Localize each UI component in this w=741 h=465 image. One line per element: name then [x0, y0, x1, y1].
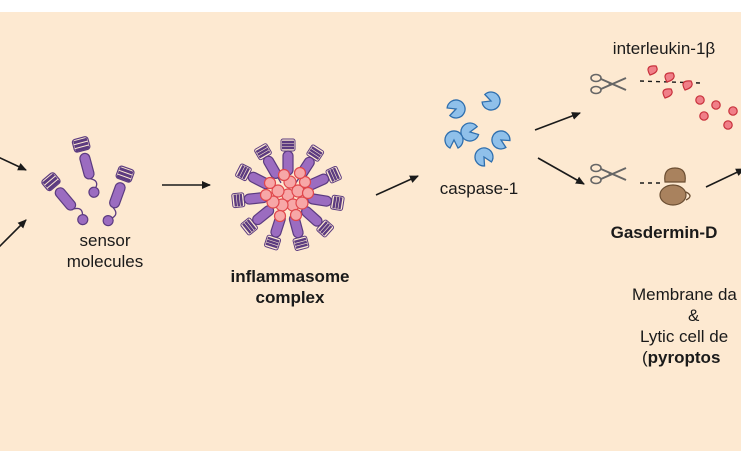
- outcome-label: Membrane da & Lytic cell de (pyroptos: [632, 285, 737, 367]
- inflammasome-complex-icon: [230, 137, 346, 253]
- scissors-icon: [590, 73, 627, 95]
- sensor-molecule-icon: [39, 134, 137, 231]
- gasdermin-d-label: Gasdermin-D: [610, 223, 718, 242]
- caspase-icon: [444, 89, 514, 170]
- diagram-panel: sensor molecules inflammasome complex ca…: [0, 12, 741, 451]
- gasdermin-d-icon: [640, 167, 691, 206]
- inflammasome-complex-label: inflammasome complex: [230, 267, 350, 307]
- interleukin-1b-label: interleukin-1β: [612, 39, 716, 58]
- sensor-molecules-label: sensor molecules: [66, 231, 144, 271]
- pyroptosis-word: pyroptos: [647, 348, 721, 367]
- arrow-icon: [705, 168, 741, 188]
- interleukin-1b-icon: [639, 65, 738, 130]
- arrow-icon: [0, 219, 27, 248]
- arrow-icon: [537, 157, 585, 185]
- arrow-icon: [0, 156, 27, 171]
- caspase-1-label: caspase-1: [439, 179, 519, 198]
- scissors-icon: [590, 163, 627, 185]
- pathway-diagram: [0, 65, 741, 253]
- arrow-icon: [375, 175, 419, 196]
- pyroptosis-open-paren: (: [642, 348, 648, 367]
- arrow-icon: [534, 112, 581, 131]
